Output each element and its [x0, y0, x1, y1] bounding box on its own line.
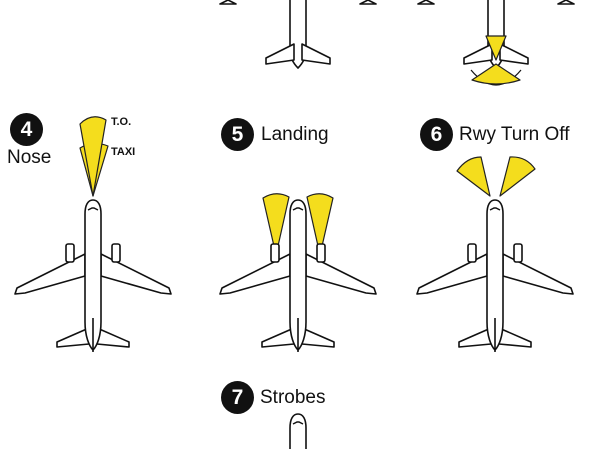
cockpit-windows [292, 421, 304, 425]
right-engine [111, 243, 121, 263]
label-nose: Nose [7, 147, 52, 168]
right-stabilizer [498, 327, 532, 348]
right-wing-tip [557, 0, 575, 5]
left-stabilizer [261, 327, 295, 348]
cropped-aircraft-tail [219, 0, 377, 69]
badge-runway-turnoff: 6 [420, 118, 453, 151]
cockpit-windows [489, 207, 501, 211]
landing-light-beam-left [262, 193, 290, 256]
landing-light-beam-right [306, 193, 334, 256]
runway-turnoff-beam-left [456, 156, 491, 197]
label-runway-turnoff: Rwy Turn Off [459, 124, 570, 145]
label-taxi-beam: TAXI [111, 146, 136, 158]
cockpit-windows [292, 207, 304, 211]
right-engine [513, 243, 523, 263]
aircraft-strobes [289, 413, 307, 449]
right-wing-tip [359, 0, 377, 5]
left-stabilizer [463, 43, 493, 65]
right-stabilizer [499, 43, 529, 65]
left-wing-tip [417, 0, 435, 5]
cockpit-windows [87, 207, 99, 211]
aircraft-nose-light [14, 199, 172, 352]
badge-nose: 4 [10, 113, 43, 146]
left-engine [467, 243, 477, 263]
left-stabilizer [56, 327, 90, 348]
right-engine [316, 243, 326, 263]
tail-light-beam [485, 35, 507, 61]
right-stabilizer [96, 327, 130, 348]
tail-strobe-beam [471, 63, 521, 85]
right-stabilizer [301, 43, 331, 65]
strobe-arc [470, 69, 522, 86]
badge-number: 7 [231, 385, 244, 409]
left-stabilizer [458, 327, 492, 348]
badge-strobes: 7 [221, 381, 254, 414]
badge-number: 6 [430, 122, 443, 146]
runway-turnoff-beam-right [499, 156, 536, 197]
label-landing: Landing [261, 124, 329, 145]
aircraft-landing-lights [219, 199, 377, 352]
takeoff-light-beam [79, 116, 107, 197]
left-wing-tip [219, 0, 237, 5]
badge-number: 5 [231, 122, 244, 146]
badge-landing: 5 [221, 118, 254, 151]
badge-number: 4 [20, 117, 33, 141]
left-engine [270, 243, 280, 263]
fuselage [289, 413, 307, 449]
right-stabilizer [301, 327, 335, 348]
label-takeoff-beam: T.O. [111, 116, 132, 128]
left-stabilizer [265, 43, 295, 65]
label-strobes: Strobes [260, 387, 326, 408]
left-engine [65, 243, 75, 263]
aircraft-runway-turnoff-lights [416, 199, 574, 352]
